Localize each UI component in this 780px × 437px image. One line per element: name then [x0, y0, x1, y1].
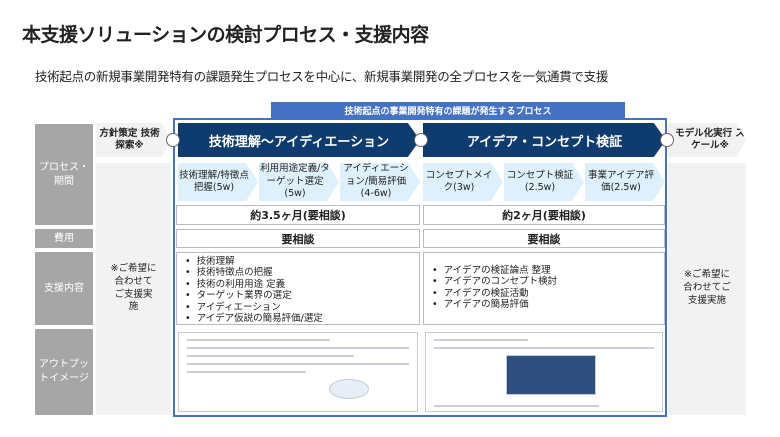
- highlight-label: 技術起点の事業開発特有の課題が発生するプロセス: [271, 102, 625, 118]
- phase-2-duration: 約2ヶ月(要相談): [423, 205, 665, 225]
- support-item: アイデアの検証活動: [432, 288, 656, 299]
- row-label-support: 支援内容: [35, 252, 93, 325]
- phase-1-cost: 要相談: [176, 229, 420, 248]
- phase-1-output-image: [178, 332, 418, 412]
- support-item: アイディエーション: [185, 302, 411, 313]
- phase-2-step-3: 事業アイデア評価(2.5w): [585, 163, 665, 201]
- support-item: 技術の利用用途 定義: [185, 279, 411, 290]
- cycle-arrow-icon: [166, 133, 180, 147]
- phase-1-support-list: 技術理解 技術特徴点の把握 技術の利用用途 定義 ターゲット業界の選定 アイディ…: [176, 252, 420, 325]
- cycle-arrow-icon: [660, 133, 674, 147]
- support-item: 技術特徴点の把握: [185, 267, 411, 278]
- cycle-arrow-icon: [414, 133, 428, 147]
- pre-phase-chevron: 方針策定 技術探索※: [96, 123, 171, 157]
- phase-1-step-1: 技術理解/特徴点把握(5w): [178, 163, 258, 201]
- phase-2-banner: アイデア・コンセプト検証: [423, 123, 666, 157]
- support-item: アイデアのコンセプト検討: [432, 276, 656, 287]
- post-column-bg: [668, 163, 746, 415]
- phase-1-duration: 約3.5ヶ月(要相談): [176, 205, 420, 225]
- phase-2-step-1: コンセプトメイク(3w): [423, 163, 503, 201]
- support-item: アイデア仮説の簡易評価/選定: [185, 313, 411, 324]
- pre-column-bg: [96, 163, 171, 415]
- pre-side-note: ※ご希望に合わせてご支援実施: [110, 262, 157, 313]
- phase-1-banner: 技術理解～アイディエーション: [178, 123, 420, 157]
- phase-2-step-2: コンセプト検証(2.5w): [504, 163, 584, 201]
- highlight-frame: [173, 118, 667, 417]
- page-title: 本支援ソリューションの検討プロセス・支援内容: [22, 24, 429, 46]
- support-item: アイデアの検証論点 整理: [432, 265, 656, 276]
- phase-2-cost: 要相談: [423, 229, 665, 248]
- phase-2-output-image: [425, 332, 663, 412]
- phase-1-step-2: 利用用途定義/ターゲット選定(5w): [259, 163, 339, 201]
- row-label-output: アウトプットイメージ: [35, 329, 93, 415]
- post-side-note: ※ご希望に合わせてご支援実施: [683, 269, 731, 306]
- phase-1-step-3: アイディエーション/簡易評価(4-6w): [340, 163, 420, 201]
- support-item: 技術理解: [185, 256, 411, 267]
- post-phase-chevron: モデル化実行 スケール※: [668, 123, 746, 157]
- phase-2-support-list: アイデアの検証論点 整理 アイデアのコンセプト検討 アイデアの検証活動 アイデア…: [423, 252, 665, 325]
- support-item: アイデアの簡易評価: [432, 299, 656, 310]
- support-item: ターゲット業界の選定: [185, 290, 411, 301]
- page-subtitle: 技術起点の新規事業開発特有の課題発生プロセスを中心に、新規事業開発の全プロセスを…: [35, 69, 609, 84]
- row-label-process: プロセス・期間: [35, 124, 93, 225]
- row-label-cost: 費用: [35, 229, 93, 248]
